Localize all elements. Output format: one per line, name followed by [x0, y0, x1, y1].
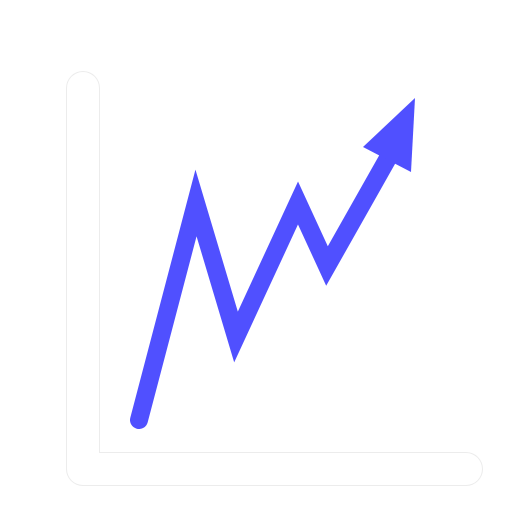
arrow-head-icon [363, 98, 415, 172]
chart-axes [66, 71, 483, 486]
axes-fill [67, 72, 482, 485]
trend-line [130, 142, 401, 429]
